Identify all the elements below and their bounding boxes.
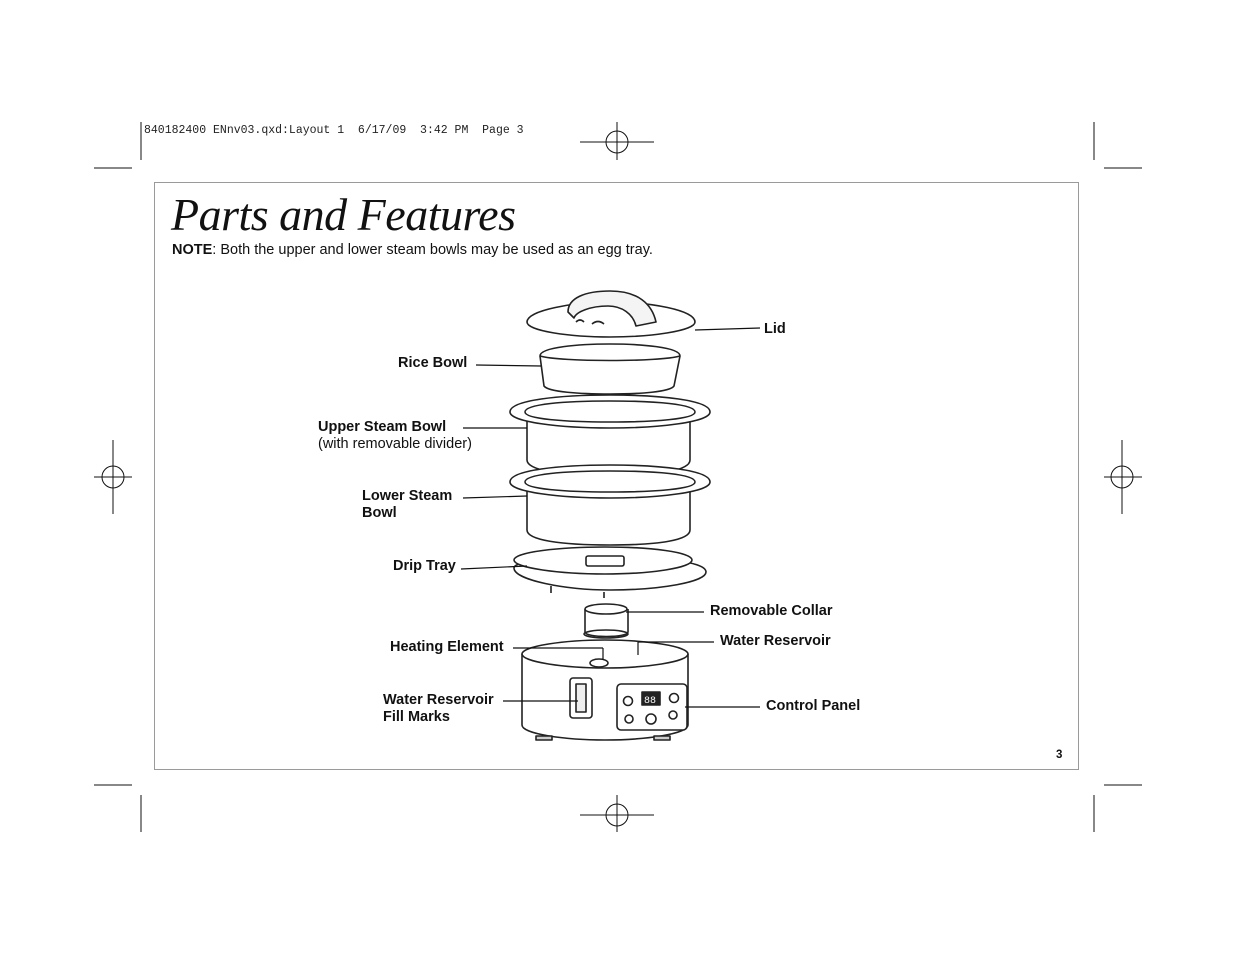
display-readout: 88 bbox=[644, 696, 656, 707]
label-fill-marks-line2: Fill Marks bbox=[383, 709, 450, 725]
label-control-panel: Control Panel bbox=[766, 698, 861, 714]
label-fill-marks-line1: Water Reservoir bbox=[383, 692, 494, 708]
content-frame bbox=[154, 182, 1079, 770]
label-removable-collar: Removable Collar bbox=[710, 603, 833, 619]
note-label: NOTE bbox=[172, 242, 213, 258]
label-upper-steam-bowl-note: (with removable divider) bbox=[318, 436, 472, 452]
print-slug: 840182400 ENnv03.qxd:Layout 1 6/17/09 3:… bbox=[144, 124, 524, 137]
removable-collar-illustration bbox=[583, 603, 629, 639]
note-text: : Both the upper and lower steam bowls m… bbox=[212, 242, 653, 258]
label-lid: Lid bbox=[764, 321, 786, 337]
label-rice-bowl: Rice Bowl bbox=[398, 355, 468, 371]
label-lower-steam-bowl-line2: Bowl bbox=[362, 505, 397, 521]
upper-steam-bowl-illustration bbox=[509, 394, 711, 477]
label-drip-tray: Drip Tray bbox=[393, 558, 456, 574]
label-heating-element: Heating Element bbox=[390, 639, 504, 655]
label-lower-steam-bowl-line1: Lower Steam bbox=[362, 488, 453, 504]
page-number: 3 bbox=[1056, 749, 1063, 761]
label-upper-steam-bowl: Upper Steam Bowl bbox=[318, 419, 447, 435]
leader-lines bbox=[460, 327, 761, 708]
label-water-reservoir: Water Reservoir bbox=[720, 633, 831, 649]
note: NOTE: Both the upper and lower steam bow… bbox=[172, 242, 653, 258]
base-illustration bbox=[521, 639, 689, 741]
lower-steam-bowl-illustration bbox=[509, 464, 711, 546]
drip-tray-illustration bbox=[513, 546, 707, 598]
page-title: Parts and Features bbox=[171, 189, 516, 240]
lid-illustration bbox=[526, 290, 696, 338]
rice-bowl-illustration bbox=[539, 343, 681, 395]
registration-target-icon bbox=[94, 122, 1142, 832]
